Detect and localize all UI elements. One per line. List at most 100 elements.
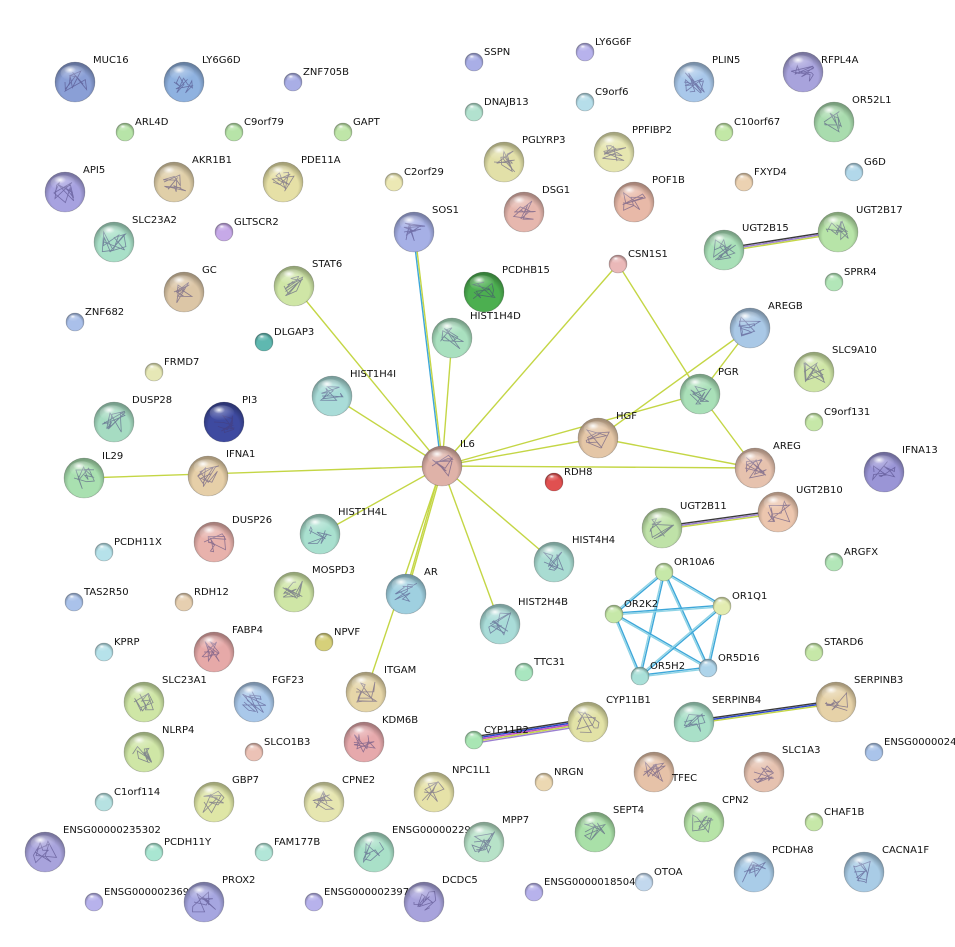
node-csn1s1[interactable]: CSN1S1 xyxy=(608,249,668,274)
node-gapt[interactable]: GAPT xyxy=(333,117,381,142)
node-pi3[interactable]: PI3 xyxy=(203,395,257,443)
node-gc[interactable]: GC xyxy=(163,265,217,313)
node-slco1b3[interactable]: SLCO1B3 xyxy=(244,737,310,762)
node-pde11a[interactable]: PDE11A xyxy=(262,155,341,203)
node-kprp[interactable]: KPRP xyxy=(94,637,140,662)
node-muc16[interactable]: MUC16 xyxy=(54,55,129,103)
node-cpne2[interactable]: CPNE2 xyxy=(303,775,375,823)
node-dlgap3[interactable]: DLGAP3 xyxy=(254,327,314,352)
node-slc1a3[interactable]: SLC1A3 xyxy=(743,745,820,793)
node-or2k2[interactable]: OR2K2 xyxy=(604,599,658,624)
node-nlrp4[interactable]: NLRP4 xyxy=(123,725,194,773)
node-cpn2[interactable]: CPN2 xyxy=(683,795,749,843)
node-dcdc5[interactable]: DCDC5 xyxy=(403,875,478,923)
node-ensg00000236902[interactable]: ENSG00000236902 xyxy=(84,887,202,912)
node-hist1h4i[interactable]: HIST1H4I xyxy=(311,369,396,417)
node-hgf[interactable]: HGF xyxy=(577,411,637,459)
node-npvf[interactable]: NPVF xyxy=(314,627,360,652)
node-mospd3[interactable]: MOSPD3 xyxy=(273,565,355,613)
node-ugt2b11[interactable]: UGT2B11 xyxy=(641,501,727,549)
node-fgf23[interactable]: FGF23 xyxy=(233,675,304,723)
node-or10a6[interactable]: OR10A6 xyxy=(654,557,715,582)
node-slc23a2[interactable]: SLC23A2 xyxy=(93,215,177,263)
node-sspn[interactable]: SSPN xyxy=(464,47,510,72)
node-ar[interactable]: AR xyxy=(385,567,438,615)
node-pcdha8[interactable]: PCDHA8 xyxy=(733,845,813,893)
node-slc23a1[interactable]: SLC23A1 xyxy=(123,675,207,723)
node-pgr[interactable]: PGR xyxy=(679,367,739,415)
node-or52l1[interactable]: OR52L1 xyxy=(813,95,891,143)
node-hist1h4l[interactable]: HIST1H4L xyxy=(299,507,387,555)
node-stard6[interactable]: STARD6 xyxy=(804,637,864,662)
node-fxyd4[interactable]: FXYD4 xyxy=(734,167,787,192)
node-pglyrp3[interactable]: PGLYRP3 xyxy=(483,135,565,183)
node-c9orf131[interactable]: C9orf131 xyxy=(804,407,870,432)
node-pcdh11y[interactable]: PCDH11Y xyxy=(144,837,212,862)
node-c1orf114[interactable]: C1orf114 xyxy=(94,787,160,812)
node-pof1b[interactable]: POF1B xyxy=(613,175,685,223)
node-sos1[interactable]: SOS1 xyxy=(393,205,459,253)
node-znf705b[interactable]: ZNF705B xyxy=(283,67,349,92)
node-cacna1f[interactable]: CACNA1F xyxy=(843,845,929,893)
node-ensg00000229292[interactable]: ENSG00000229292 xyxy=(353,825,490,873)
node-hist4h4[interactable]: HIST4H4 xyxy=(533,535,615,583)
node-serpinb3[interactable]: SERPINB3 xyxy=(815,675,903,723)
node-cyp11b2[interactable]: CYP11B2 xyxy=(464,725,529,750)
node-g6d[interactable]: G6D xyxy=(844,157,886,182)
node-fabp4[interactable]: FABP4 xyxy=(193,625,263,673)
node-fam177b[interactable]: FAM177B xyxy=(254,837,320,862)
node-ppfibp2[interactable]: PPFIBP2 xyxy=(593,125,672,173)
node-frmd7[interactable]: FRMD7 xyxy=(144,357,199,382)
node-prox2[interactable]: PROX2 xyxy=(183,875,255,923)
node-ensg00000235302[interactable]: ENSG00000235302 xyxy=(24,825,161,873)
node-sprr4[interactable]: SPRR4 xyxy=(824,267,877,292)
node-dusp28[interactable]: DUSP28 xyxy=(93,395,172,443)
node-or5d16[interactable]: OR5D16 xyxy=(698,653,760,678)
node-npc1l1[interactable]: NPC1L1 xyxy=(413,765,491,813)
node-hist1h4d[interactable]: HIST1H4D xyxy=(431,311,521,359)
node-ifna13[interactable]: IFNA13 xyxy=(863,445,938,493)
node-ifna1[interactable]: IFNA1 xyxy=(187,449,255,497)
node-rdh8[interactable]: RDH8 xyxy=(544,467,593,492)
node-c9orf79[interactable]: C9orf79 xyxy=(224,117,284,142)
node-itgam[interactable]: ITGAM xyxy=(345,665,416,713)
node-sept4[interactable]: SEPT4 xyxy=(574,805,644,853)
node-cyp11b1[interactable]: CYP11B1 xyxy=(567,695,651,743)
node-ly6g6d[interactable]: LY6G6D xyxy=(163,55,241,103)
node-gbp7[interactable]: GBP7 xyxy=(193,775,259,823)
node-c9orf6[interactable]: C9orf6 xyxy=(575,87,628,112)
node-nrgn[interactable]: NRGN xyxy=(534,767,584,792)
node-stat6[interactable]: STAT6 xyxy=(273,259,342,307)
node-tas2r50[interactable]: TAS2R50 xyxy=(64,587,129,612)
node-slc9a10[interactable]: SLC9A10 xyxy=(793,345,877,393)
node-or5h2[interactable]: OR5H2 xyxy=(630,661,685,686)
node-znf682[interactable]: ZNF682 xyxy=(65,307,124,332)
node-pcdhb15[interactable]: PCDHB15 xyxy=(463,265,550,313)
node-hist2h4b[interactable]: HIST2H4B xyxy=(479,597,568,645)
node-ensg00000239741[interactable]: ENSG00000239741 xyxy=(304,887,422,912)
node-tfec[interactable]: TFEC xyxy=(633,751,697,793)
node-il6[interactable]: IL6 xyxy=(421,439,475,487)
node-gltscr2[interactable]: GLTSCR2 xyxy=(214,217,279,242)
node-c2orf29[interactable]: C2orf29 xyxy=(384,167,444,192)
node-ly6g6f[interactable]: LY6G6F xyxy=(575,37,632,62)
node-arl4d[interactable]: ARL4D xyxy=(115,117,169,142)
node-kdm6b[interactable]: KDM6B xyxy=(343,715,418,763)
node-ugt2b10[interactable]: UGT2B10 xyxy=(757,485,843,533)
node-il29[interactable]: IL29 xyxy=(63,451,123,499)
node-mpp7[interactable]: MPP7 xyxy=(463,815,529,863)
node-ugt2b15[interactable]: UGT2B15 xyxy=(703,223,789,271)
node-pcdh11x[interactable]: PCDH11X xyxy=(94,537,162,562)
node-dnajb13[interactable]: DNAJB13 xyxy=(464,97,529,122)
node-api5[interactable]: API5 xyxy=(44,165,105,213)
node-areg[interactable]: AREG xyxy=(734,441,801,489)
node-ugt2b17[interactable]: UGT2B17 xyxy=(817,205,903,253)
node-ensg00000024[interactable]: ENSG0000024 xyxy=(864,737,955,762)
node-rfpl4a[interactable]: RFPL4A xyxy=(782,51,859,93)
node-ensg00000185040[interactable]: ENSG00000185040 xyxy=(524,877,642,902)
node-dsg1[interactable]: DSG1 xyxy=(503,185,570,233)
node-plin5[interactable]: PLIN5 xyxy=(673,55,740,103)
node-aregb[interactable]: AREGB xyxy=(729,301,803,349)
node-or1q1[interactable]: OR1Q1 xyxy=(712,591,767,616)
node-ttc31[interactable]: TTC31 xyxy=(514,657,565,682)
